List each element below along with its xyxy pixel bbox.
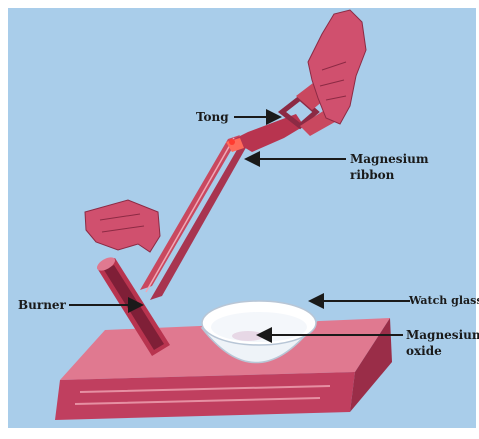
oxide-label-line1: Magnesium <box>406 328 479 342</box>
ribbon-label-line2: ribbon <box>350 168 394 182</box>
ribbon-label-line1: Magnesium <box>350 152 429 166</box>
burner-label: Burner <box>18 298 66 312</box>
oxide-label-line2: oxide <box>406 344 442 358</box>
watch-glass-label: Watch glass <box>409 294 479 308</box>
tong-label: Tong <box>196 110 229 124</box>
